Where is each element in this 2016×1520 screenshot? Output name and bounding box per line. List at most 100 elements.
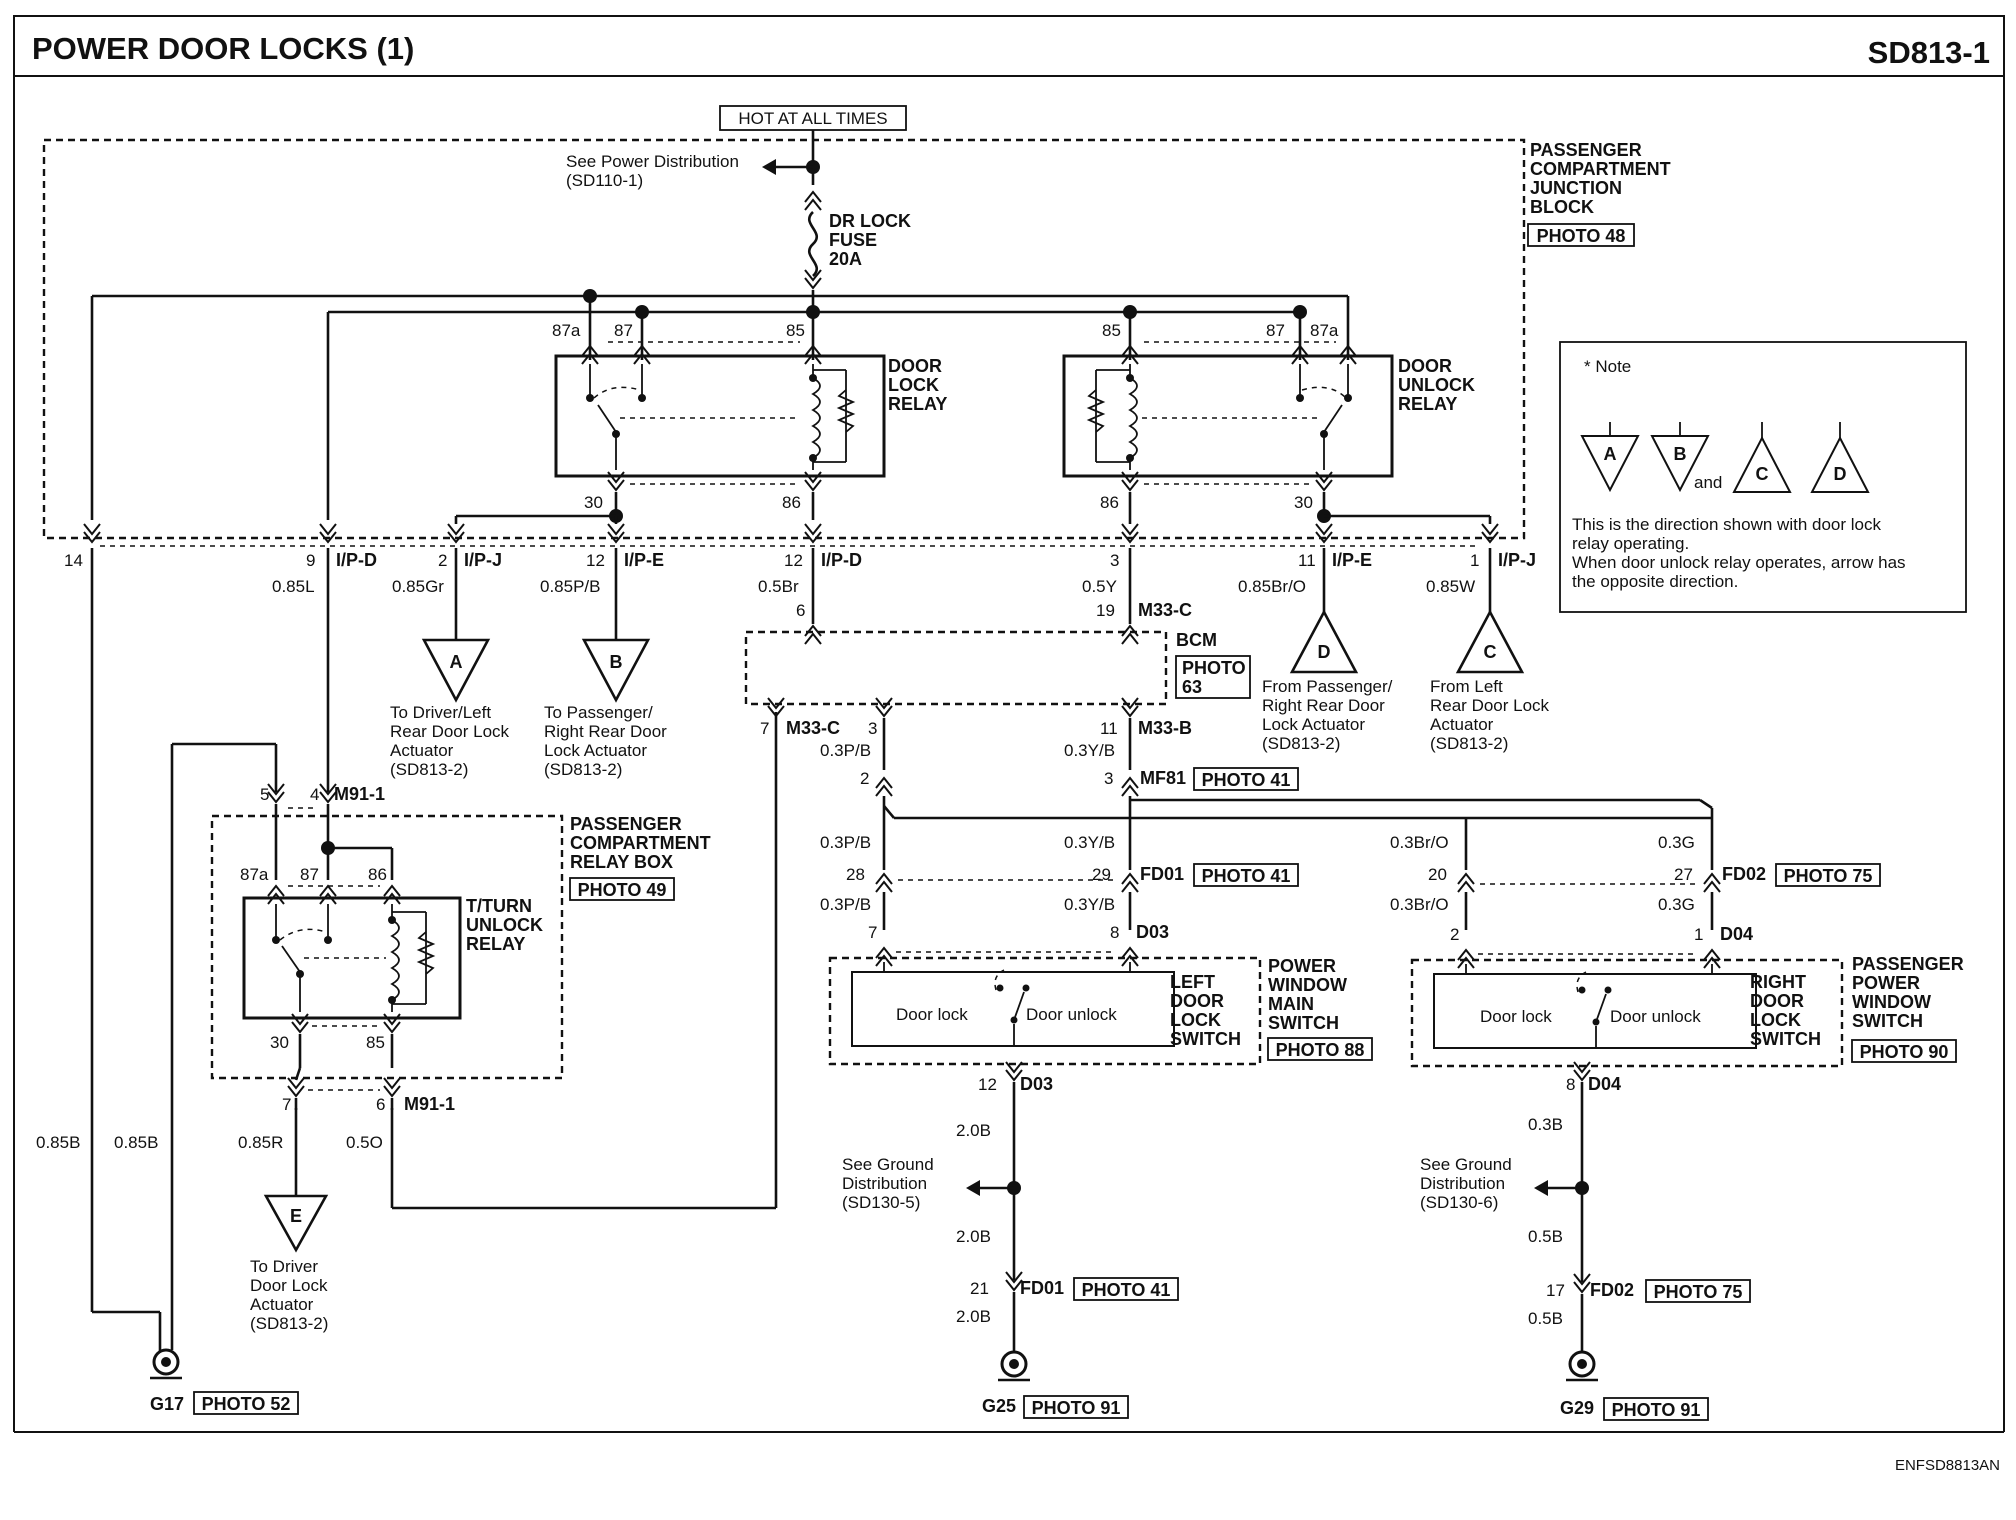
header: POWER DOOR LOCKS (1) SD813-1 bbox=[13, 15, 2005, 1433]
svg-text:E: E bbox=[290, 1206, 302, 1226]
svg-text:D04: D04 bbox=[1720, 924, 1753, 944]
svg-text:0.3P/B: 0.3P/B bbox=[820, 833, 871, 852]
svg-text:B: B bbox=[1674, 444, 1687, 464]
svg-text:87: 87 bbox=[300, 865, 319, 884]
svg-text:12: 12 bbox=[586, 551, 605, 570]
svg-text:SWITCH: SWITCH bbox=[1268, 1013, 1339, 1033]
svg-text:0.85W: 0.85W bbox=[1426, 577, 1475, 596]
svg-text:PHOTO: PHOTO bbox=[1182, 658, 1246, 678]
svg-text:I/P-D: I/P-D bbox=[821, 550, 862, 570]
svg-text:Door lock: Door lock bbox=[896, 1005, 968, 1024]
svg-text:0.85Gr: 0.85Gr bbox=[392, 577, 444, 596]
svg-text:LOCK: LOCK bbox=[1170, 1010, 1221, 1030]
note-title: * Note bbox=[1584, 357, 1631, 376]
svg-text:9: 9 bbox=[306, 551, 315, 570]
svg-text:PHOTO 75: PHOTO 75 bbox=[1784, 866, 1873, 886]
svg-text:3: 3 bbox=[1104, 769, 1113, 788]
svg-text:2.0B: 2.0B bbox=[956, 1227, 991, 1246]
arrow-D: D From Passenger/ Right Rear Door Lock A… bbox=[1262, 609, 1393, 753]
svg-text:B: B bbox=[610, 652, 623, 672]
svg-text:Door Lock: Door Lock bbox=[250, 1276, 328, 1295]
svg-text:PHOTO 91: PHOTO 91 bbox=[1032, 1398, 1121, 1418]
svg-text:I/P-J: I/P-J bbox=[464, 550, 502, 570]
svg-text:27: 27 bbox=[1674, 865, 1693, 884]
svg-text:WINDOW: WINDOW bbox=[1268, 975, 1347, 995]
svg-text:30: 30 bbox=[270, 1033, 289, 1052]
svg-text:0.85L: 0.85L bbox=[272, 577, 315, 596]
svg-text:SWITCH: SWITCH bbox=[1170, 1029, 1241, 1049]
svg-text:I/P-J: I/P-J bbox=[1498, 550, 1536, 570]
svg-text:the opposite direction.: the opposite direction. bbox=[1572, 572, 1738, 591]
svg-text:2: 2 bbox=[860, 769, 869, 788]
arrow-E: E To Driver Door Lock Actuator (SD813-2) bbox=[250, 1194, 328, 1333]
door-lock-relay: 87a 87 85 DOOR LOCK RELAY 30 86 bbox=[454, 321, 947, 524]
svg-text:UNLOCK: UNLOCK bbox=[466, 915, 543, 935]
svg-text:6: 6 bbox=[376, 1095, 385, 1114]
svg-text:LOCK: LOCK bbox=[888, 375, 939, 395]
svg-text:21: 21 bbox=[970, 1279, 989, 1298]
svg-text:M33-C: M33-C bbox=[786, 718, 840, 738]
fuse-icon bbox=[808, 211, 818, 277]
svg-text:PASSENGER: PASSENGER bbox=[570, 814, 682, 834]
svg-text:0.5Br: 0.5Br bbox=[758, 577, 799, 596]
ground-g17: G17 PHOTO 52 bbox=[150, 1348, 299, 1415]
page-title: POWER DOOR LOCKS (1) bbox=[32, 31, 414, 66]
svg-text:0.3B: 0.3B bbox=[1528, 1115, 1563, 1134]
svg-text:87a: 87a bbox=[240, 865, 269, 884]
svg-text:When door unlock relay operate: When door unlock relay operates, arrow h… bbox=[1572, 553, 1906, 572]
svg-text:D04: D04 bbox=[1588, 1074, 1621, 1094]
svg-text:M33-C: M33-C bbox=[1138, 600, 1192, 620]
svg-text:Lock Actuator: Lock Actuator bbox=[1262, 715, 1365, 734]
svg-text:87a: 87a bbox=[552, 321, 581, 340]
svg-text:87: 87 bbox=[1266, 321, 1285, 340]
see-power-distribution-ref: (SD110-1) bbox=[566, 171, 643, 190]
photo-48: PHOTO 48 bbox=[1537, 226, 1626, 246]
svg-text:Right Rear Door: Right Rear Door bbox=[1262, 696, 1385, 715]
junction-block-outline bbox=[42, 138, 1526, 540]
svg-text:PHOTO 52: PHOTO 52 bbox=[202, 1394, 291, 1414]
svg-text:19: 19 bbox=[1096, 601, 1115, 620]
svg-text:RELAY: RELAY bbox=[1398, 394, 1457, 414]
svg-text:30: 30 bbox=[1294, 493, 1313, 512]
arrow-B: B To Passenger/ Right Rear Door Lock Act… bbox=[544, 638, 667, 779]
svg-text:A: A bbox=[1604, 444, 1617, 464]
svg-text:0.3G: 0.3G bbox=[1658, 833, 1695, 852]
svg-text:MAIN: MAIN bbox=[1268, 994, 1314, 1014]
svg-text:0.85B: 0.85B bbox=[114, 1133, 158, 1152]
svg-text:Distribution: Distribution bbox=[842, 1174, 927, 1193]
svg-text:1: 1 bbox=[1694, 925, 1703, 944]
door-unlock-relay: 85 87 87a DOOR UNLOCK RELAY 86 30 bbox=[1062, 321, 1492, 524]
svg-text:DOOR: DOOR bbox=[1170, 991, 1224, 1011]
svg-text:1: 1 bbox=[1470, 551, 1479, 570]
svg-text:2.0B: 2.0B bbox=[956, 1121, 991, 1140]
svg-text:PASSENGER: PASSENGER bbox=[1530, 140, 1642, 160]
svg-text:BLOCK: BLOCK bbox=[1530, 197, 1594, 217]
left-door-lock-switch: 7 8 D03 Door lock Door unlock LEFT DOOR … bbox=[828, 922, 1373, 1352]
svg-text:POWER: POWER bbox=[1852, 973, 1920, 993]
svg-text:RELAY: RELAY bbox=[888, 394, 947, 414]
ground-g29: G29 PHOTO 91 bbox=[1560, 1350, 1709, 1421]
svg-text:85: 85 bbox=[1102, 321, 1121, 340]
svg-text:From Passenger/: From Passenger/ bbox=[1262, 677, 1393, 696]
fd01-connector: 28 29 FD01 PHOTO 41 0.3P/B 0.3Y/B bbox=[820, 863, 1299, 930]
power-source: HOT AT ALL TIMES See Power Distribution … bbox=[566, 105, 911, 312]
svg-text:Door unlock: Door unlock bbox=[1610, 1007, 1701, 1026]
svg-text:2.0B: 2.0B bbox=[956, 1307, 991, 1326]
bcm: 6 19 M33-C BCM PHOTO 63 7 M33-C 3 11 M33… bbox=[744, 600, 1251, 738]
svg-text:0.3Y/B: 0.3Y/B bbox=[1064, 741, 1115, 760]
svg-text:(SD813-2): (SD813-2) bbox=[390, 760, 468, 779]
svg-text:LOCK: LOCK bbox=[1750, 1010, 1801, 1030]
ground-g25: G25 PHOTO 91 bbox=[982, 1350, 1129, 1419]
svg-text:29: 29 bbox=[1092, 865, 1111, 884]
svg-text:C: C bbox=[1756, 464, 1769, 484]
svg-text:87: 87 bbox=[614, 321, 633, 340]
arrow-C: C From Left Rear Door Lock Actuator (SD8… bbox=[1430, 609, 1550, 753]
fd02-connector: 20 27 FD02 PHOTO 75 0.3Br/O 0.3G bbox=[1390, 863, 1881, 930]
footer-code: ENFSD8813AN bbox=[1895, 1457, 2000, 1474]
svg-text:87a: 87a bbox=[1310, 321, 1339, 340]
svg-text:D: D bbox=[1318, 642, 1331, 662]
svg-text:12: 12 bbox=[978, 1075, 997, 1094]
svg-text:86: 86 bbox=[368, 865, 387, 884]
svg-text:7: 7 bbox=[282, 1095, 291, 1114]
svg-text:Right Rear Door: Right Rear Door bbox=[544, 722, 667, 741]
